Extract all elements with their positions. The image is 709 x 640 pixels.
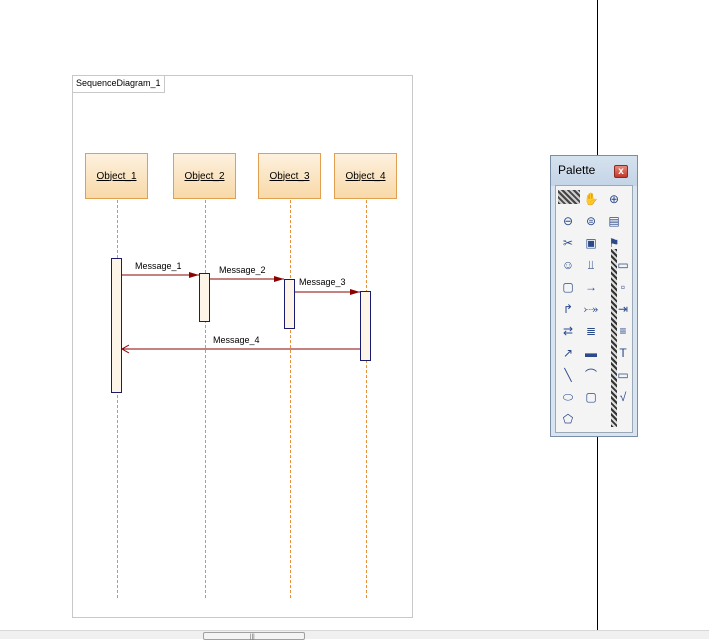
lifeline-object-2[interactable]: [205, 200, 206, 598]
close-icon: x: [618, 166, 624, 177]
horizontal-scrollbar[interactable]: [0, 630, 709, 639]
zoom-out-icon[interactable]: ⊖: [562, 214, 574, 228]
message-2-label[interactable]: Message_2: [219, 265, 266, 275]
link-icon[interactable]: ↗: [562, 346, 574, 360]
properties-icon[interactable]: ▤: [608, 214, 620, 228]
zoom-in-icon[interactable]: ⊕: [608, 192, 620, 206]
lifeline-object-3[interactable]: [290, 200, 291, 598]
object-2-box[interactable]: Object_2: [173, 153, 236, 199]
object-3-label: Object_3: [269, 170, 310, 182]
palette-close-button[interactable]: x: [614, 165, 628, 178]
freeform-icon[interactable]: ⬠: [562, 412, 574, 426]
activation-object-2[interactable]: [199, 273, 210, 322]
package-icon[interactable]: ▣: [585, 236, 597, 250]
message-3-label[interactable]: Message_3: [299, 277, 346, 287]
line-icon[interactable]: ╲: [564, 368, 572, 382]
hand-icon[interactable]: ✋: [583, 192, 599, 206]
object-icon[interactable]: ▭: [617, 258, 629, 272]
scroll-grip-icon: |||: [250, 634, 255, 640]
text-icon[interactable]: T: [619, 346, 627, 360]
loop-icon[interactable]: ⇄: [562, 324, 574, 338]
palette-toolbox: ✋ ⊕ ⊖ ⊜ ▤ ✂ ▣ ⚑ ☺ ⫫ ▭ ▢ → ▫ ↱ ⤐ ⇥ ⇄ ≣ ≡ ↗ ▬ T ╲ ⌒ ▭ ⬭ ▢ √ ⬠: [555, 185, 633, 433]
note-flag-icon[interactable]: ⚑: [608, 236, 620, 250]
pointer-hatch-icon[interactable]: [558, 190, 580, 204]
lifeline-object-4[interactable]: [366, 200, 367, 598]
object-1-box[interactable]: Object_1: [85, 153, 148, 199]
arrow-icon[interactable]: →: [585, 280, 597, 294]
lifeline-icon[interactable]: ⫫: [587, 258, 595, 272]
rectangle-icon[interactable]: ▭: [617, 368, 629, 382]
note-icon[interactable]: ≡: [619, 324, 627, 338]
call-icon[interactable]: ⇥: [617, 302, 629, 316]
rounded-rect-icon[interactable]: ▢: [585, 390, 597, 404]
diagram-title[interactable]: SequenceDiagram_1: [73, 76, 165, 93]
activation-object-1[interactable]: [111, 258, 122, 393]
document-icon[interactable]: ≣: [585, 324, 597, 338]
node-icon[interactable]: ▬: [585, 346, 597, 360]
arc-icon[interactable]: ⌒: [584, 368, 597, 382]
object-1-label: Object_1: [96, 170, 137, 182]
self-message-icon[interactable]: ↱: [562, 302, 574, 316]
message-1-label[interactable]: Message_1: [135, 261, 182, 271]
object-2-label: Object_2: [184, 170, 225, 182]
ellipse-icon[interactable]: ⬭: [562, 390, 574, 404]
frame-icon[interactable]: ▢: [562, 280, 574, 294]
return-icon[interactable]: ⤐: [583, 302, 599, 316]
palette-scrollbar[interactable]: [611, 249, 617, 427]
palette-title: Palette: [558, 163, 596, 177]
activation-object-4[interactable]: [360, 291, 371, 361]
object-4-box[interactable]: Object_4: [334, 153, 397, 199]
message-icon[interactable]: ▫: [620, 280, 626, 294]
message-4-label[interactable]: Message_4: [213, 335, 260, 345]
zoom-fit-icon[interactable]: ⊜: [585, 214, 597, 228]
object-3-box[interactable]: Object_3: [258, 153, 321, 199]
lifeline-object-1[interactable]: [117, 200, 118, 598]
palette-window[interactable]: Palette x ✋ ⊕ ⊖ ⊜ ▤ ✂ ▣ ⚑ ☺ ⫫ ▭ ▢ → ▫ ↱ ⤐ ⇥ ⇄ ≣ ≡ ↗ ▬ T ╲ ⌒ ▭ ⬭ ▢ √ ⬠: [550, 155, 638, 437]
activation-object-3[interactable]: [284, 279, 295, 329]
object-4-label: Object_4: [345, 170, 386, 182]
polyline-icon[interactable]: √: [619, 390, 627, 404]
scissors-icon[interactable]: ✂: [562, 236, 574, 250]
palette-titlebar[interactable]: Palette x: [551, 156, 637, 186]
actor-icon[interactable]: ☺: [561, 258, 575, 272]
